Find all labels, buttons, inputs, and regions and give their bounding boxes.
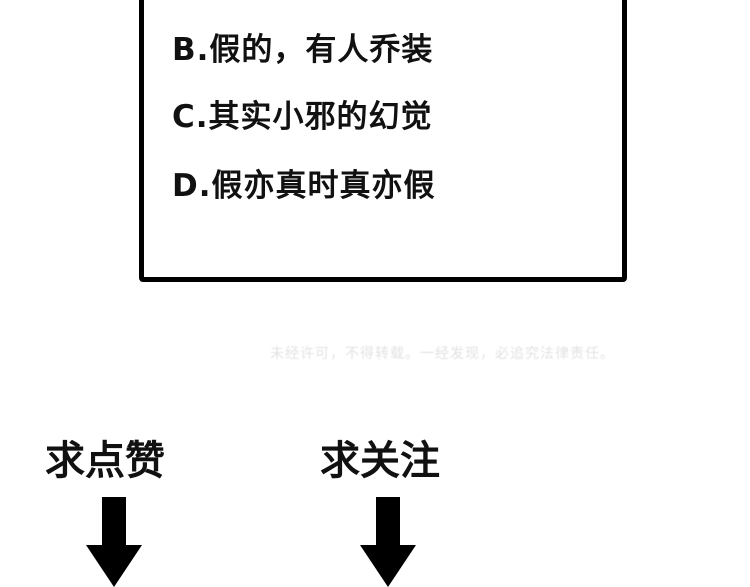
down-arrow-icon [360,497,416,587]
follow-prompt: 求关注 [320,438,440,484]
option-d: D.假亦真时真亦假 [172,168,436,204]
watermark: 未经许可，不得转载。一经发现，必追究法律责任。 [270,346,615,362]
like-prompt: 求点赞 [45,438,165,484]
option-c: C.其实小邪的幻觉 [172,99,433,135]
option-b: B.假的，有人乔装 [172,32,434,68]
question-panel [139,0,627,282]
down-arrow-icon [86,497,142,587]
